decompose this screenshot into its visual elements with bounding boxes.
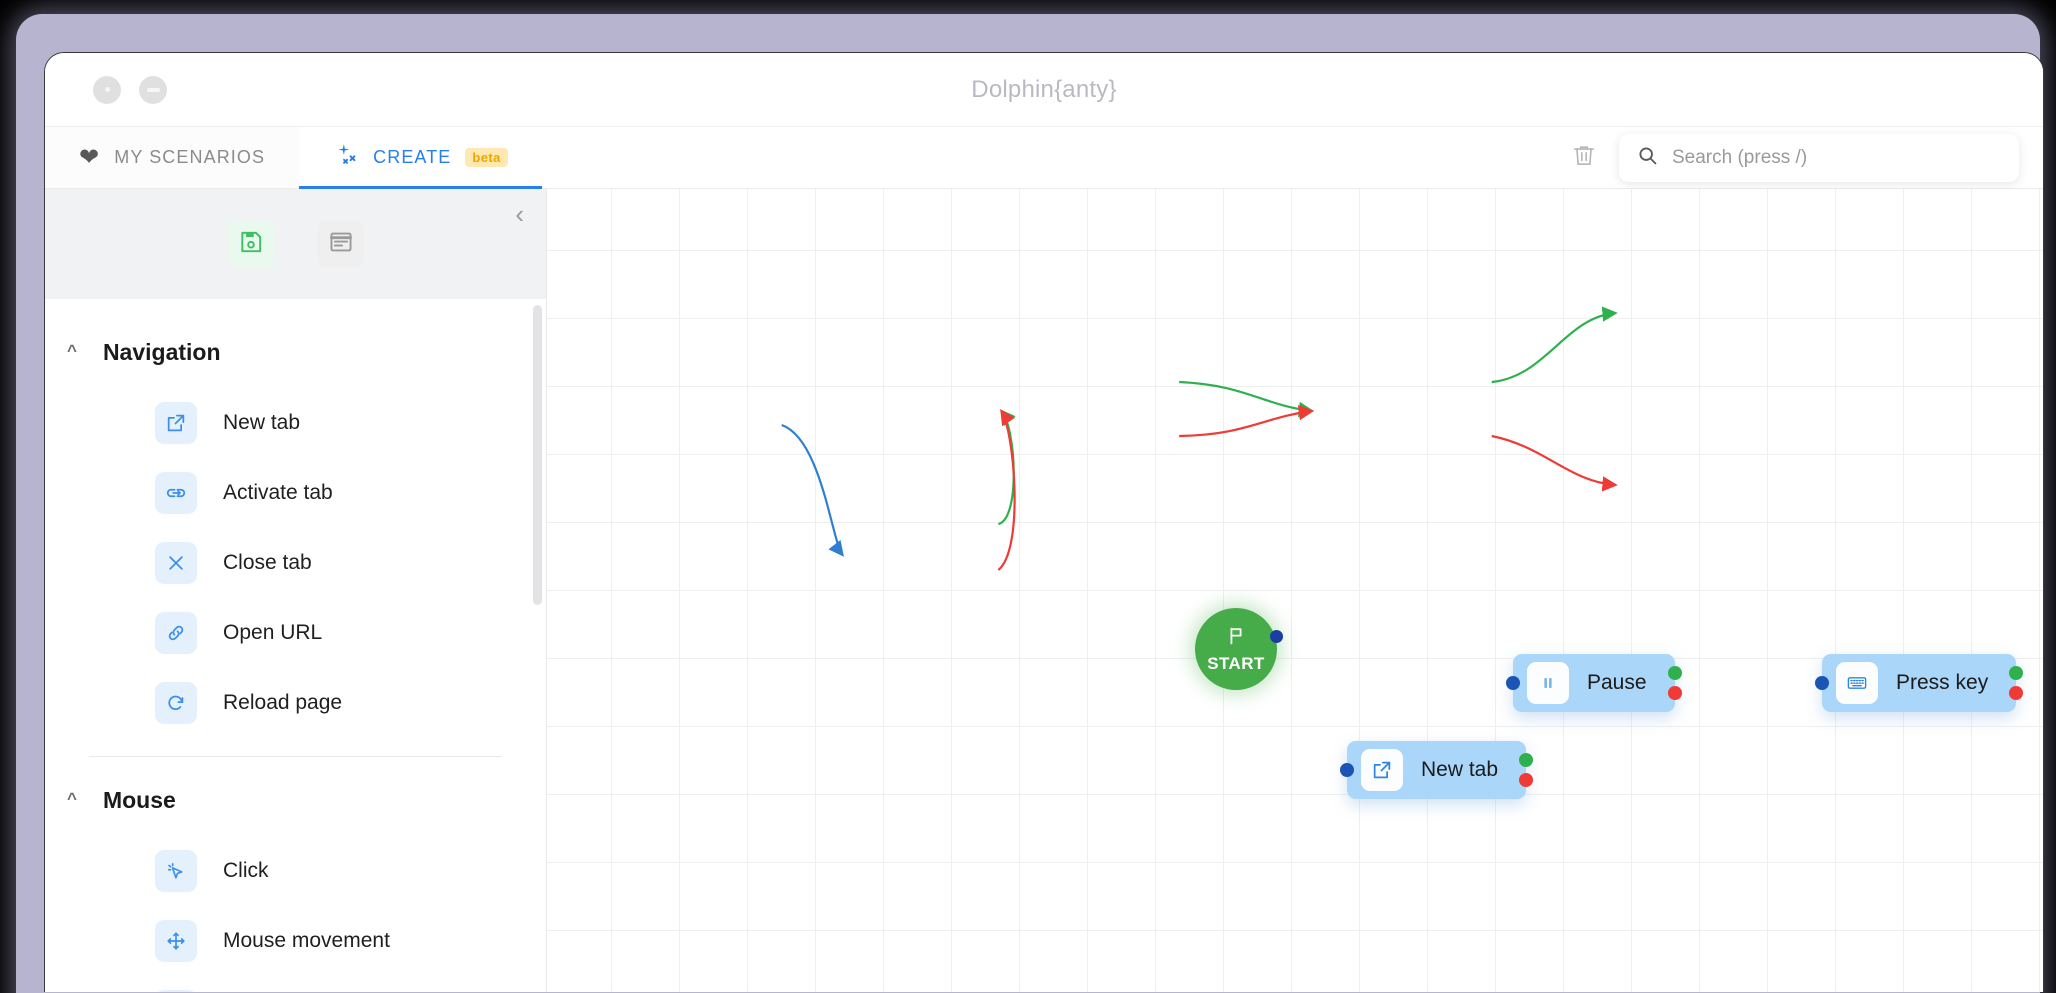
sidebar-scrollbar-thumb[interactable]	[533, 305, 542, 605]
flow-node-press-key[interactable]: Press key	[1815, 654, 2024, 712]
start-node[interactable]: START	[1195, 608, 1283, 690]
node-error-port[interactable]	[1667, 686, 1682, 700]
sidebar-item-mouse-movement[interactable]: Mouse movement	[45, 906, 546, 976]
sidebar: ‹ ^ Navigation	[45, 189, 547, 992]
sidebar-item-new-tab[interactable]: New tab	[45, 388, 546, 458]
trash-icon[interactable]	[1571, 142, 1597, 173]
node-input-port[interactable]	[1815, 676, 1829, 690]
sidebar-item-click-label: Click	[223, 859, 269, 882]
link-arrow-icon	[155, 472, 197, 514]
close-x-icon	[155, 542, 197, 584]
sidebar-item-click[interactable]: Click	[45, 836, 546, 906]
form-panel-button[interactable]	[317, 221, 364, 267]
heart-icon: ❤	[79, 143, 101, 171]
chevron-up-icon: ^	[67, 340, 77, 360]
reload-icon	[155, 682, 197, 724]
start-node-label: START	[1207, 653, 1265, 673]
tab-my-scenarios[interactable]: ❤ MY SCENARIOS	[45, 127, 300, 188]
tab-create[interactable]: CREATE beta	[299, 127, 542, 189]
sidebar-item-activate-tab-label: Activate tab	[223, 481, 333, 504]
sidebar-item-new-tab-label: New tab	[223, 411, 301, 434]
beta-badge: beta	[465, 148, 508, 167]
close-button[interactable]	[93, 75, 121, 104]
close-dot-icon	[104, 87, 110, 92]
chain-link-icon	[155, 612, 197, 654]
app-body: ‹ ^ Navigation	[45, 189, 2043, 992]
sidebar-item-mouse-movement-label: Mouse movement	[223, 929, 390, 952]
titlebar: Dolphin{anty}	[45, 53, 2043, 127]
app-title: Dolphin{anty}	[971, 75, 1117, 103]
flow-node-new-tab-1[interactable]: New tab	[1340, 741, 1534, 799]
sidebar-item-reload-page[interactable]: Reload page	[45, 668, 546, 738]
tabbar-actions	[1571, 127, 2043, 188]
flow-node-label: New tab	[1421, 758, 1499, 781]
window-frame: Dolphin{anty} ❤ MY SCENARIOS CREATE beta	[16, 14, 2044, 993]
flow-node-label: Pause	[1587, 671, 1647, 694]
node-success-port[interactable]	[1519, 753, 1534, 767]
sidebar-group-mouse-title: Mouse	[102, 787, 176, 813]
save-disk-icon	[238, 229, 264, 260]
minimize-bar-icon	[146, 87, 160, 92]
sidebar-item-open-url-label: Open URL	[223, 621, 323, 644]
tabbar: ❤ MY SCENARIOS CREATE beta	[45, 127, 2043, 189]
minimize-button[interactable]	[139, 75, 167, 104]
search-input[interactable]	[1672, 146, 2001, 169]
external-link-icon	[155, 402, 197, 444]
start-output-port[interactable]	[1270, 630, 1283, 643]
flag-icon	[1225, 625, 1247, 652]
sidebar-group-navigation[interactable]: ^ Navigation	[45, 317, 546, 388]
sidebar-item-close-tab[interactable]: Close tab	[45, 528, 546, 598]
sidebar-item-activate-tab[interactable]: Activate tab	[45, 458, 546, 528]
sidebar-item-reload-page-label: Reload page	[223, 691, 343, 714]
flow-node-pause[interactable]: Pause	[1506, 654, 1682, 712]
tab-my-scenarios-label: MY SCENARIOS	[114, 147, 266, 167]
app-window: Dolphin{anty} ❤ MY SCENARIOS CREATE beta	[44, 52, 2044, 992]
sidebar-toolbar: ‹	[45, 189, 546, 299]
save-scenario-button[interactable]	[227, 221, 274, 267]
node-error-port[interactable]	[1519, 773, 1534, 787]
node-error-port[interactable]	[2009, 686, 2024, 700]
cursor-click-icon	[155, 850, 197, 892]
flow-canvas[interactable]: START New tab	[547, 189, 2043, 992]
keyboard-icon	[1836, 662, 1878, 704]
sidebar-item-close-tab-label: Close tab	[223, 551, 312, 574]
node-success-port[interactable]	[2009, 666, 2024, 680]
node-input-port[interactable]	[1340, 763, 1354, 777]
window-controls	[93, 75, 167, 104]
sidebar-group-mouse[interactable]: ^ Mouse	[45, 757, 546, 836]
node-success-port[interactable]	[1667, 666, 1682, 680]
search-icon	[1637, 145, 1658, 171]
tab-create-label: CREATE	[373, 147, 452, 167]
move-arrows-icon	[155, 920, 197, 962]
sparkle-icon	[333, 142, 359, 173]
flow-node-label: Press key	[1896, 671, 1989, 694]
sidebar-group-navigation-title: Navigation	[102, 339, 221, 365]
sidebar-item-open-url[interactable]: Open URL	[45, 598, 546, 668]
pause-icon	[1527, 662, 1569, 704]
search-box[interactable]	[1619, 133, 2019, 182]
flow-edges	[781, 306, 1618, 571]
chevron-up-icon: ^	[67, 788, 77, 808]
node-input-port[interactable]	[1506, 676, 1520, 690]
sidebar-divider	[89, 756, 502, 757]
collapse-sidebar-button[interactable]: ‹	[515, 199, 524, 229]
sidebar-item-scroll[interactable]: Scroll	[45, 976, 546, 992]
form-panel-icon	[328, 229, 354, 260]
scroll-icon	[155, 990, 197, 992]
external-link-icon	[1361, 749, 1403, 791]
sidebar-scroll-area[interactable]: ^ Navigation New tab	[45, 299, 546, 992]
